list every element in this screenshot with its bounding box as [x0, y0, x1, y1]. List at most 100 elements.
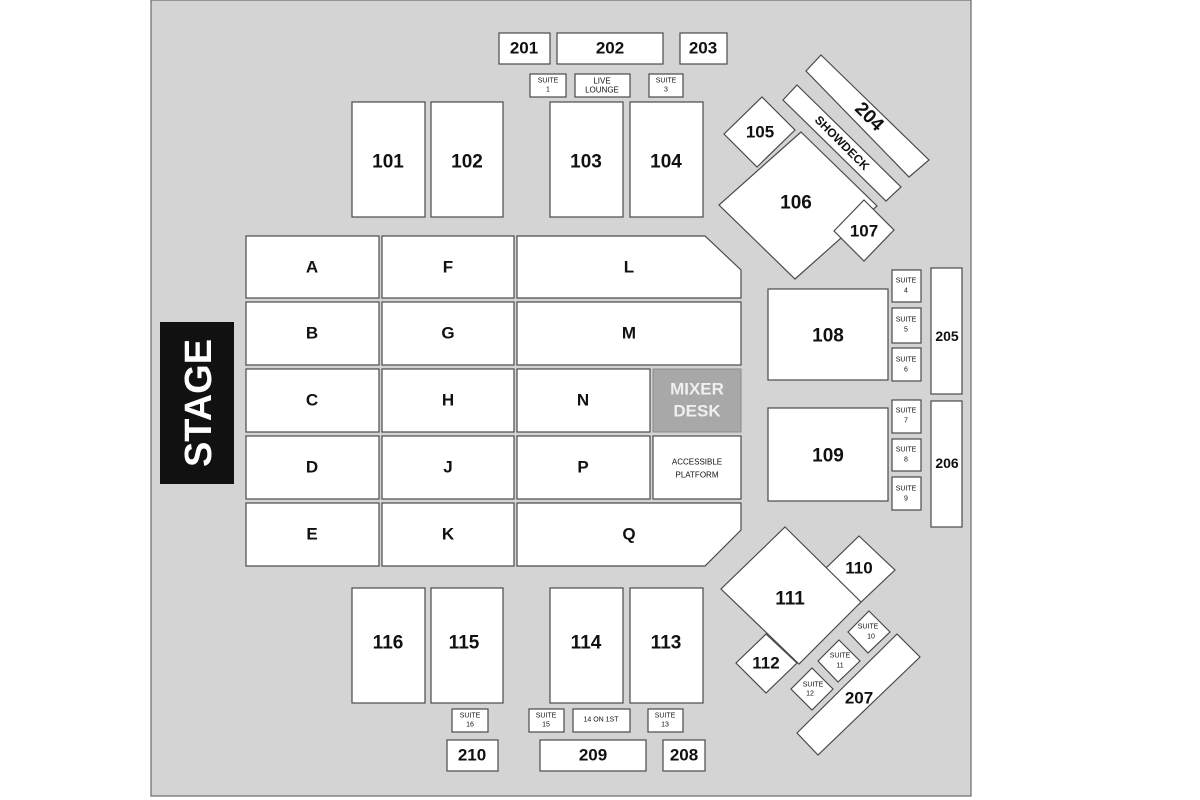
- section-label: 205: [935, 328, 959, 344]
- suite-label-line2: 6: [904, 367, 908, 374]
- suite-label-line2: 7: [904, 418, 908, 425]
- floor-section-label: H: [442, 391, 454, 410]
- floor-section-label: A: [306, 258, 318, 277]
- suite-label-line1: SUITE: [896, 408, 917, 415]
- suite-8[interactable]: SUITE 8: [891, 438, 922, 472]
- section-116[interactable]: 116: [351, 587, 426, 704]
- floor-section-e[interactable]: E: [245, 502, 380, 567]
- floor-section-label: N: [577, 391, 589, 410]
- section-115[interactable]: 115: [430, 587, 504, 704]
- section-109[interactable]: 109: [767, 407, 889, 502]
- suite-6[interactable]: SUITE 6: [891, 347, 922, 382]
- section-101[interactable]: 101: [351, 101, 426, 218]
- floor-section-label: F: [443, 258, 453, 277]
- section-206[interactable]: 206: [930, 400, 963, 528]
- section-113[interactable]: 113: [629, 587, 704, 704]
- suite-4[interactable]: SUITE 4: [891, 269, 922, 303]
- floor-section-a[interactable]: A: [245, 235, 380, 299]
- suite-label-line1: SUITE: [803, 682, 824, 689]
- suite-1[interactable]: SUITE 1: [529, 73, 567, 98]
- suite-5[interactable]: SUITE 5: [891, 307, 922, 344]
- section-104[interactable]: 104: [629, 101, 704, 218]
- section-label: 107: [850, 222, 878, 241]
- section-label: 113: [651, 633, 682, 654]
- floor-section-j[interactable]: J: [381, 435, 515, 500]
- suite-13[interactable]: SUITE 13: [647, 708, 684, 733]
- stage: STAGE: [160, 322, 234, 484]
- suite-12[interactable]: SUITE 12: [790, 667, 834, 711]
- suite-10[interactable]: SUITE 10: [847, 610, 891, 654]
- floor-section-l[interactable]: L: [516, 235, 742, 299]
- section-label: 206: [935, 455, 959, 471]
- section-label: 210: [458, 746, 486, 765]
- section-106[interactable]: 106: [718, 131, 878, 280]
- section-202[interactable]: 202: [556, 32, 664, 65]
- suite-label-line1: SUITE: [830, 653, 851, 660]
- floor-section-h[interactable]: H: [381, 368, 515, 433]
- floor-section-label: M: [622, 324, 636, 343]
- suite-label-line2: 15: [542, 722, 550, 729]
- section-107[interactable]: 107: [833, 199, 895, 262]
- floor-section-label: K: [442, 525, 455, 544]
- suite-label-line2: 8: [904, 457, 908, 464]
- suite-label-line2: 1: [546, 87, 550, 94]
- floor-section-n[interactable]: N: [516, 368, 651, 433]
- floor-section-p[interactable]: P: [516, 435, 651, 500]
- suite-label-line2: 16: [466, 722, 474, 729]
- section-label: 109: [812, 446, 844, 467]
- floor-section-k[interactable]: K: [381, 502, 515, 567]
- suite-label-line1: SUITE: [896, 278, 917, 285]
- floor-section-label: B: [306, 324, 318, 343]
- suite-7[interactable]: SUITE 7: [891, 399, 922, 434]
- section-label: 114: [571, 633, 602, 654]
- section-203[interactable]: 203: [679, 32, 728, 65]
- section-205[interactable]: 205: [930, 267, 963, 395]
- live-lounge[interactable]: LIVE LOUNGE: [574, 73, 631, 98]
- floor-section-d[interactable]: D: [245, 435, 380, 500]
- section-112[interactable]: 112: [735, 633, 798, 694]
- suite-16[interactable]: SUITE 16: [451, 708, 489, 733]
- section-label: 201: [510, 39, 538, 58]
- section-105[interactable]: 105: [723, 96, 796, 168]
- section-207[interactable]: 207: [796, 633, 921, 756]
- section-114[interactable]: 114: [549, 587, 624, 704]
- live-lounge-label-line2: LOUNGE: [585, 86, 619, 95]
- suite-label-line1: SUITE: [538, 78, 559, 85]
- section-210[interactable]: 210: [446, 739, 499, 772]
- floor-section-m[interactable]: M: [516, 301, 742, 366]
- floor-section-c[interactable]: C: [245, 368, 380, 433]
- floor-section-label: L: [624, 258, 634, 277]
- section-111[interactable]: 111: [720, 526, 862, 665]
- section-103[interactable]: 103: [549, 101, 624, 218]
- section-label: 202: [596, 39, 624, 58]
- suite-3[interactable]: SUITE 3: [648, 73, 684, 98]
- floor-section-g[interactable]: G: [381, 301, 515, 366]
- mixer-desk: MIXER DESK: [652, 368, 742, 433]
- floor-section-f[interactable]: F: [381, 235, 515, 299]
- suite-11[interactable]: SUITE 11: [817, 639, 861, 683]
- suite-label-line2: 10: [867, 634, 875, 641]
- suite-label-line1: SUITE: [655, 713, 676, 720]
- accessible-platform[interactable]: ACCESSIBLE PLATFORM: [652, 435, 742, 500]
- suite-15[interactable]: SUITE 15: [528, 708, 565, 733]
- suite-label-line1: SUITE: [896, 317, 917, 324]
- fourteen-on-first[interactable]: 14 ON 1ST: [572, 708, 631, 733]
- mixer-desk-label-line2: DESK: [673, 402, 721, 421]
- section-label: 203: [689, 39, 717, 58]
- stage-block: [160, 322, 234, 484]
- section-label: 208: [670, 746, 698, 765]
- section-label: 110: [845, 559, 872, 578]
- section-108[interactable]: 108: [767, 288, 889, 381]
- suite-label-line1: SUITE: [656, 78, 677, 85]
- section-label: 115: [449, 633, 480, 654]
- floor-section-b[interactable]: B: [245, 301, 380, 366]
- suite-9[interactable]: SUITE 9: [891, 476, 922, 511]
- section-209[interactable]: 209: [539, 739, 647, 772]
- section-201[interactable]: 201: [498, 32, 551, 65]
- section-208[interactable]: 208: [662, 739, 706, 772]
- suite-label-line2: 13: [661, 722, 669, 729]
- floor-section-q[interactable]: Q: [516, 502, 742, 567]
- floor-section-label: D: [306, 458, 318, 477]
- section-102[interactable]: 102: [430, 101, 504, 218]
- suite-label-line2: 3: [664, 87, 668, 94]
